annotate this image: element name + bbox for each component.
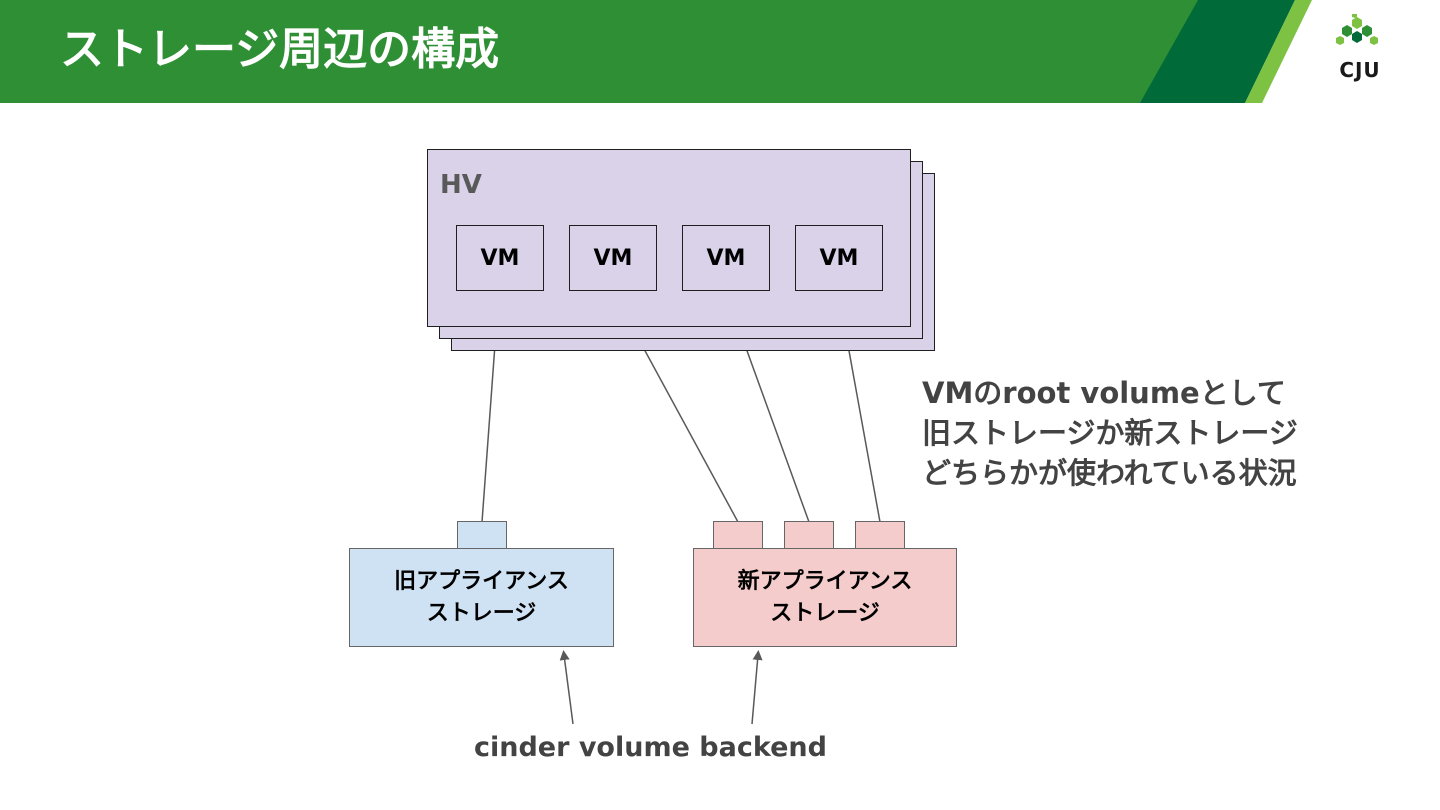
header-background	[0, 0, 1440, 103]
vm-box-3: VM	[682, 225, 770, 291]
note-line-3: どちらかが使われている状況	[922, 456, 1297, 490]
header-band: ストレージ周辺の構成	[0, 0, 1440, 103]
hexagon-cluster-icon	[1336, 13, 1378, 45]
logo-text: CJU	[1339, 58, 1381, 82]
note-line-2: 旧ストレージか新ストレージ	[922, 416, 1298, 450]
note-line-1: VMのroot volumeとして	[922, 376, 1286, 410]
explanation-note: VMのroot volumeとして 旧ストレージか新ストレージ どちらかが使われ…	[922, 373, 1298, 493]
old-storage-label-line1: 旧アプライアンス	[394, 568, 569, 594]
vm-box-2: VM	[569, 225, 657, 291]
cinder-backend-label: cinder volume backend	[474, 732, 827, 763]
old-storage-label-line2: ストレージ	[426, 600, 537, 626]
vm-box-1: VM	[456, 225, 544, 291]
vm-box-4: VM	[795, 225, 883, 291]
new-storage-label-line2: ストレージ	[770, 600, 880, 626]
page-title: ストレージ周辺の構成	[60, 24, 500, 75]
arrow-backend-to-old-storage	[559, 650, 574, 725]
new-appliance-storage: 新アプライアンス ストレージ	[693, 548, 957, 647]
arrow-backend-to-new-storage	[751, 650, 763, 725]
new-storage-label-line1: 新アプライアンス	[737, 568, 913, 594]
cju-logo: CJU	[1320, 13, 1400, 94]
old-appliance-storage: 旧アプライアンス ストレージ	[349, 548, 614, 647]
hv-label: HV	[440, 170, 482, 200]
